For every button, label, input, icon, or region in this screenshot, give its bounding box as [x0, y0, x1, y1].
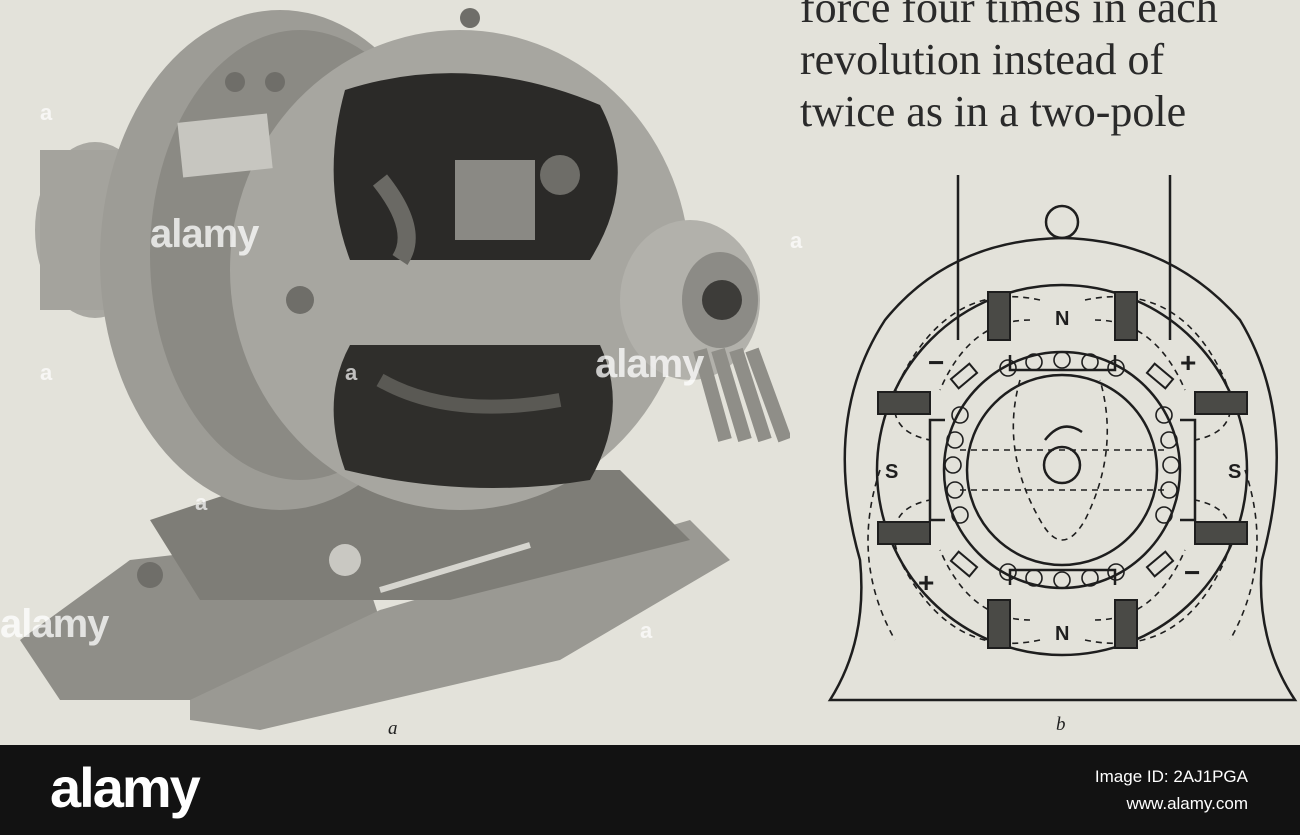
- motor-photo: [20, 8, 790, 730]
- image-id: Image ID: 2AJ1PGA: [1094, 767, 1248, 786]
- watermark-mark: a: [40, 360, 53, 385]
- text-line: twice as in a two-pole: [800, 87, 1187, 136]
- watermark-mark: a: [790, 228, 803, 253]
- body-text: force four times in each revolution inst…: [800, 0, 1270, 138]
- text-line: revolution instead of: [800, 35, 1165, 84]
- alamy-logo[interactable]: alamy: [50, 756, 201, 819]
- watermark: alamy: [150, 212, 259, 256]
- site-url[interactable]: www.alamy.com: [1126, 794, 1248, 813]
- four-pole-diagram: N N S S − + + −: [827, 175, 1298, 702]
- brush-sign-top-left: −: [928, 347, 944, 378]
- pole-label-n-top: N: [1055, 308, 1069, 330]
- figure-label-a: a: [388, 718, 398, 739]
- brush-sign-bottom-right: −: [1184, 557, 1200, 588]
- watermark: alamy: [595, 342, 704, 386]
- brush-sign-top-right: +: [1180, 347, 1196, 378]
- brush-sign-bottom-left: +: [918, 567, 934, 598]
- figure-label-b: b: [1056, 714, 1066, 735]
- pole-label-s-right: S: [1228, 461, 1241, 483]
- pole-label-n-bottom: N: [1055, 623, 1069, 645]
- watermark-mark: a: [640, 618, 653, 643]
- stock-info: Image ID: 2AJ1PGA www.alamy.com: [1095, 763, 1248, 817]
- book-page: N N S S − + + − force four times in each…: [0, 0, 1298, 739]
- watermark: alamy: [0, 602, 109, 646]
- watermark-mark: a: [345, 360, 358, 385]
- watermark-mark: a: [195, 490, 208, 515]
- pole-label-s-left: S: [885, 461, 898, 483]
- text-line: force four times in each: [800, 0, 1218, 32]
- footer-bar: alamy Image ID: 2AJ1PGA www.alamy.com: [0, 745, 1300, 835]
- watermark-mark: a: [40, 100, 53, 125]
